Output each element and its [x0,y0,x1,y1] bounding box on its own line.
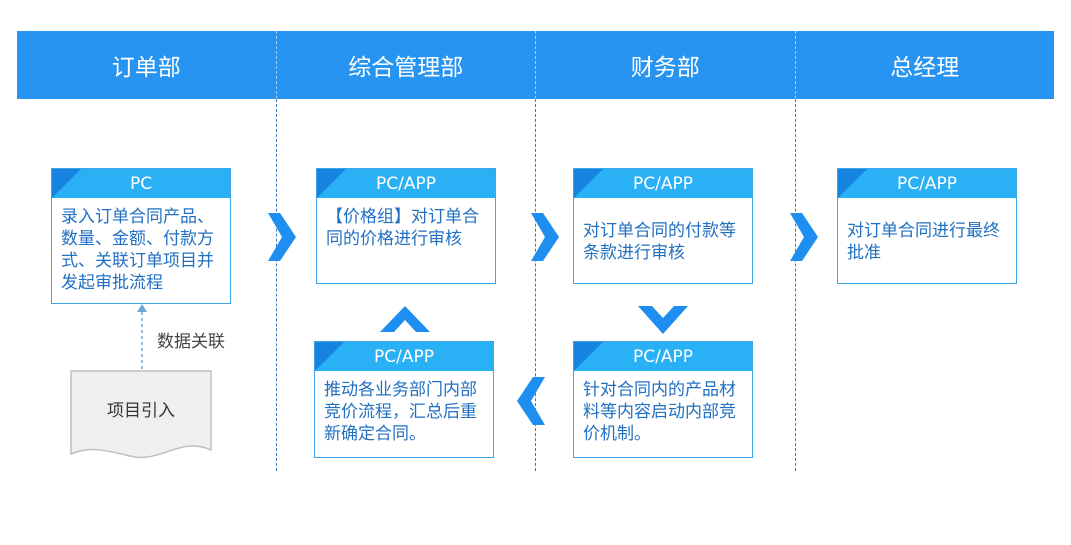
card-payment-review: PC/APP 对订单合同的付款等条款进行审核 [573,168,753,284]
card-bidding-start: PC/APP 针对合同内的产品材料等内容启动内部竞价机制。 [573,341,753,458]
card-text: 录入订单合同产品、数量、金额、付款方式、关联订单项目并发起审批流程 [61,207,214,293]
lane-title-order: 订单部 [17,31,277,99]
card-text: 对订单合同进行最终批准 [847,220,1000,263]
data-link-label: 数据关联 [157,332,225,352]
card-platform: PC/APP [374,346,434,367]
card-text: 对订单合同的付款等条款进行审核 [583,220,736,263]
lane-divider [276,99,277,471]
card-platform: PC/APP [633,173,693,194]
card-corner [317,169,346,198]
chevron-right-icon [268,213,296,261]
swimlane-header: 订单部 综合管理部 财务部 总经理 [17,31,1054,99]
chevron-down-icon [638,306,688,334]
chevron-right-icon [531,213,559,261]
lane-divider [795,99,796,471]
card-platform: PC/APP [633,346,693,367]
lane-title-finance: 财务部 [536,31,796,99]
document-shape [70,370,212,459]
lane-divider [535,99,536,471]
card-platform: PC [129,173,153,194]
card-final-approval: PC/APP 对订单合同进行最终批准 [837,168,1017,284]
card-price-review: PC/APP 【价格组】对订单合同的价格进行审核 [316,168,496,284]
source-label: 项目引入 [107,400,175,421]
card-corner [574,342,603,371]
chevron-up-icon [380,306,430,332]
card-text: 推动各业务部门内部竞价流程，汇总后重新确定合同。 [324,380,477,444]
card-corner [838,169,867,198]
card-corner [574,169,603,198]
chevron-right-icon [790,213,818,261]
chevron-left-icon [517,377,545,425]
data-link-arrow [137,304,147,372]
card-bidding-process: PC/APP 推动各业务部门内部竞价流程，汇总后重新确定合同。 [314,341,494,458]
card-corner [315,342,344,371]
card-platform: PC/APP [897,173,957,194]
card-order-entry: PC 录入订单合同产品、数量、金额、付款方式、关联订单项目并发起审批流程 [51,168,231,304]
card-corner [52,169,81,198]
lane-title-gm: 总经理 [890,55,960,81]
lane-title-admin: 综合管理部 [277,31,536,99]
card-platform: PC/APP [376,173,436,194]
card-text: 针对合同内的产品材料等内容启动内部竞价机制。 [583,380,736,444]
card-text: 【价格组】对订单合同的价格进行审核 [326,207,479,249]
